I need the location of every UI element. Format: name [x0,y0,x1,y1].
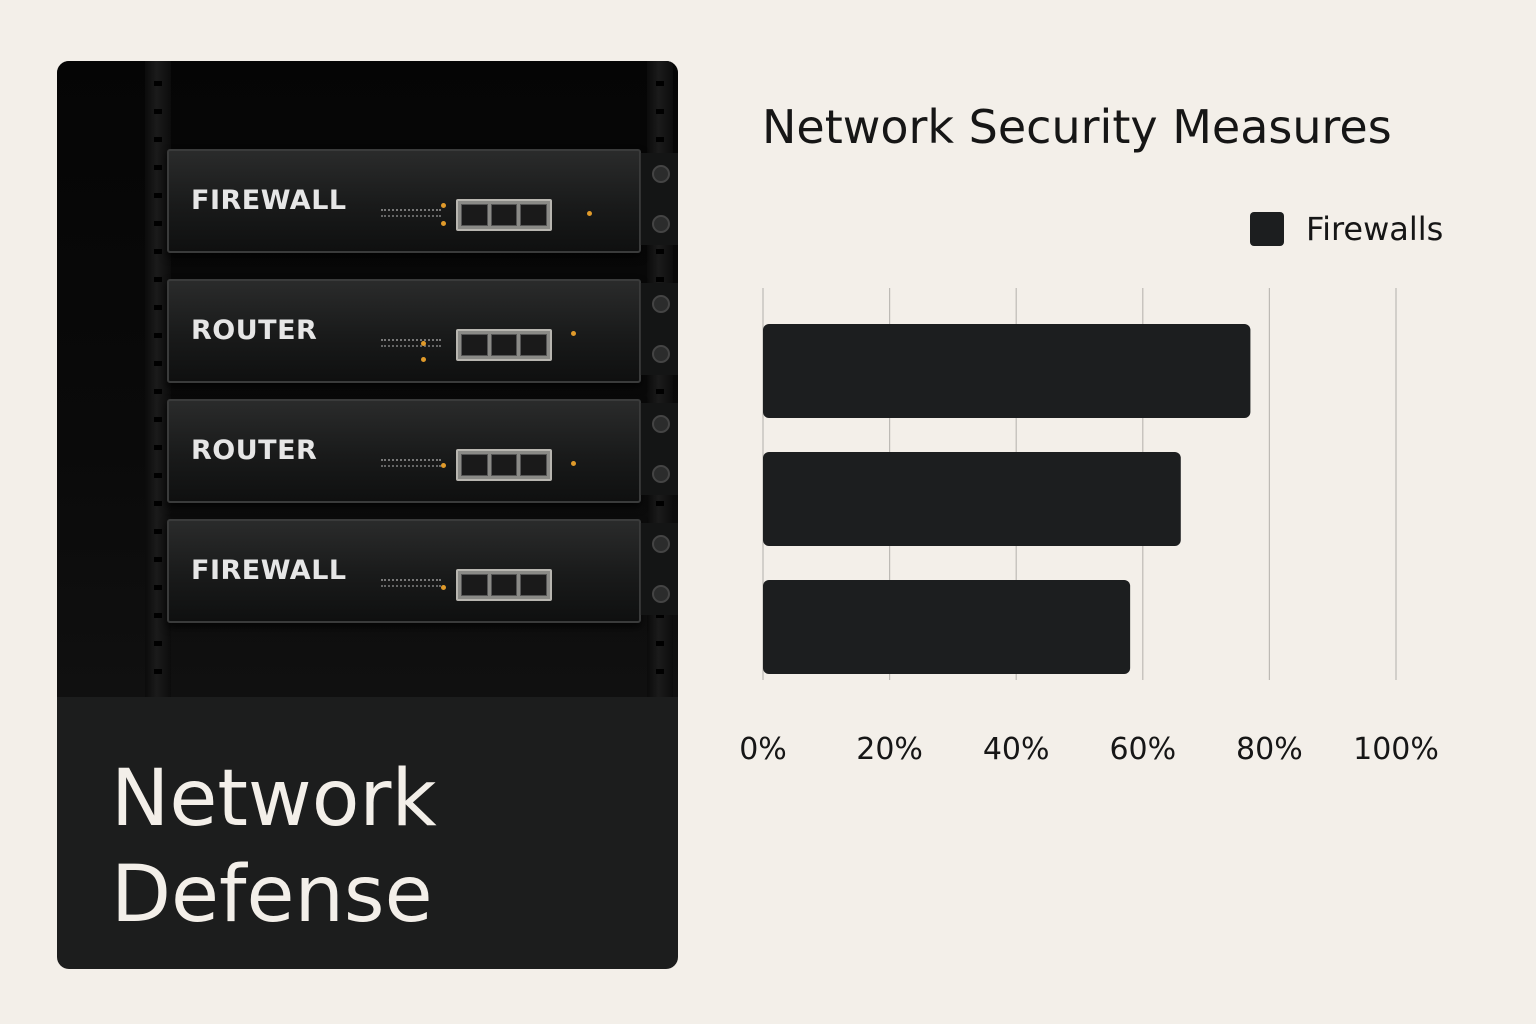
bar-firewalls-2 [763,452,1181,546]
chart-title: Network Security Measures [762,100,1392,154]
x-tick-label: 20% [856,732,923,767]
rack-unit-1: FIREWALL [167,149,678,253]
bar-firewalls-1 [763,324,1251,418]
x-tick-label: 80% [1236,732,1303,767]
x-tick-label: 100% [1353,732,1439,767]
card-title-line-2: Defense [111,850,433,940]
x-tick-label: 40% [983,732,1050,767]
ethernet-ports [456,329,552,361]
rack-unit-2: ROUTER [167,279,678,383]
card-title: Network Defense [111,751,437,943]
ethernet-ports [456,199,552,231]
server-rack-photo: FIREWALL ROUTER ROUTER FIREWAL [57,61,678,697]
rack-unit-4: FIREWALL [167,519,678,623]
x-tick-label: 60% [1109,732,1176,767]
chart-legend: Firewalls [1250,210,1443,248]
legend-label-firewalls: Firewalls [1306,210,1444,248]
device-label: FIREWALL [191,555,347,586]
ethernet-ports [456,449,552,481]
legend-swatch-firewalls [1250,212,1284,246]
bar-firewalls-3 [763,580,1131,674]
device-label: ROUTER [191,315,318,346]
rack-unit-3: ROUTER [167,399,678,503]
rack-rail-left [145,61,171,697]
device-label: FIREWALL [191,185,347,216]
x-tick-label: 0% [739,732,787,767]
network-defense-card: FIREWALL ROUTER ROUTER FIREWAL [57,61,678,969]
ethernet-ports [456,569,552,601]
device-label: ROUTER [191,435,318,466]
bar-chart: 0% 20% 40% 60% 80% 100% [739,288,1439,767]
card-title-line-1: Network [111,754,437,844]
